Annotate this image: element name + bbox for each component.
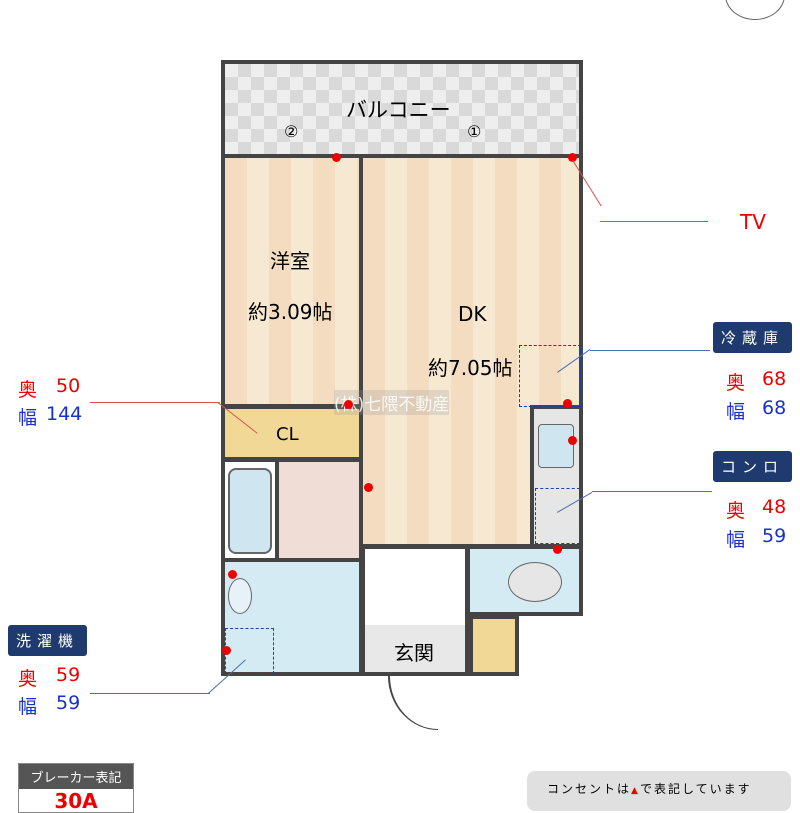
watermark: (株)七隈不動産 — [334, 390, 450, 415]
fridge-badge: 冷蔵庫 — [713, 322, 793, 353]
stove-depth: 48 — [762, 496, 787, 518]
dk-room — [359, 154, 583, 548]
stove-depth-label: 奥 — [726, 500, 746, 522]
outlet — [563, 399, 572, 408]
washer-width: 59 — [56, 692, 81, 714]
window-2-label: ② — [284, 122, 299, 141]
washer-badge: 洗濯機 — [8, 625, 88, 656]
entrance-label: 玄関 — [394, 641, 434, 665]
outlet-legend-text-after: で表記しています — [639, 782, 752, 796]
closet-width-label: 幅 — [18, 407, 38, 429]
stove-badge: コンロ — [713, 451, 793, 482]
outlet-legend-text-before: コンセントは — [547, 782, 632, 796]
outlet-marker-icon: ▲ — [631, 786, 640, 796]
outlet — [568, 153, 577, 162]
toilet — [508, 562, 562, 602]
washer-depth: 59 — [56, 664, 81, 686]
outlet — [344, 400, 353, 409]
fridge-space — [519, 345, 581, 407]
western-room-size: 約3.09帖 — [248, 300, 333, 324]
breaker-title: ブレーカー表記 — [19, 764, 133, 789]
washer-leader — [90, 693, 210, 694]
dk-size: 約7.05帖 — [428, 356, 513, 380]
shoe-box — [469, 615, 519, 676]
window-1-label: ① — [467, 122, 482, 141]
fridge-width: 68 — [762, 397, 787, 419]
western-room — [221, 154, 363, 408]
outlet-legend: コンセントは▲で表記しています — [527, 771, 791, 811]
entrance-floor — [365, 625, 465, 672]
breaker-box: ブレーカー表記 30A — [18, 763, 134, 813]
closet-depth-label: 奥 — [18, 379, 38, 401]
outlet — [222, 646, 231, 655]
stove-space — [535, 488, 580, 544]
outlet — [553, 545, 562, 554]
outlet — [364, 483, 373, 492]
tv-leader — [600, 221, 708, 222]
washer-depth-label: 奥 — [18, 668, 38, 690]
fridge-depth: 68 — [762, 368, 787, 390]
outlet — [332, 153, 341, 162]
washbasin — [228, 578, 252, 614]
front-door[interactable] — [388, 676, 438, 730]
closet-label: CL — [276, 424, 299, 445]
washroom — [275, 458, 363, 562]
fridge-leader — [590, 350, 710, 351]
closet-depth: 50 — [56, 375, 81, 397]
stove-leader — [592, 491, 712, 492]
washer-width-label: 幅 — [18, 696, 38, 718]
sink — [538, 424, 574, 468]
stove-width: 59 — [762, 525, 787, 547]
fridge-width-label: 幅 — [726, 401, 746, 423]
bathtub — [228, 468, 272, 554]
fridge-depth-label: 奥 — [726, 372, 746, 394]
balcony-label: バルコニー — [346, 98, 451, 122]
closet-width: 144 — [46, 403, 83, 425]
washer-space — [225, 628, 274, 674]
stove-width-label: 幅 — [726, 529, 746, 551]
logo-stamp — [725, 0, 785, 20]
dk-label: DK — [458, 302, 487, 326]
breaker-value: 30A — [54, 789, 98, 813]
closet-leader — [90, 402, 220, 403]
western-room-label: 洋室 — [270, 249, 310, 273]
tv-label: TV — [740, 210, 766, 234]
outlet — [568, 436, 577, 445]
outlet — [228, 570, 237, 579]
